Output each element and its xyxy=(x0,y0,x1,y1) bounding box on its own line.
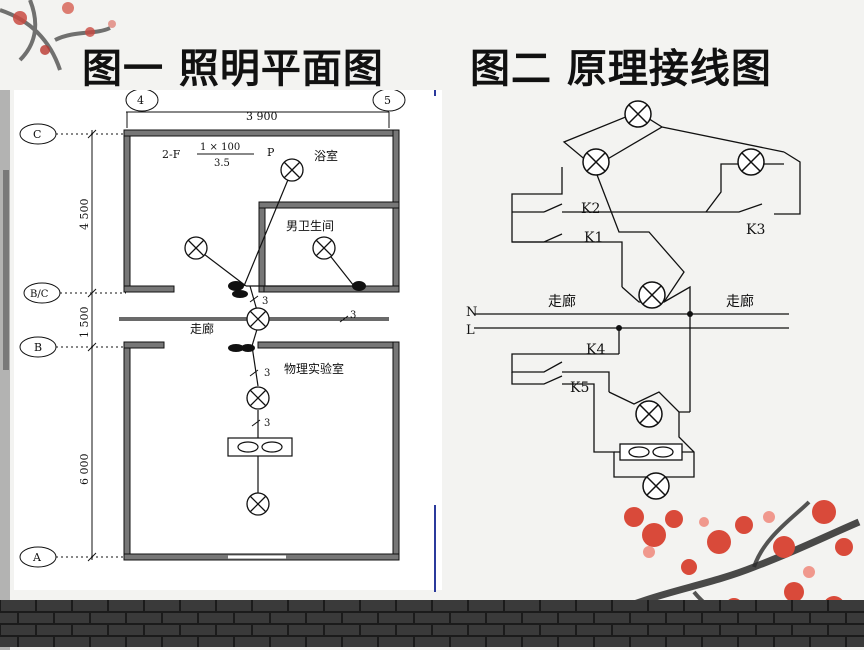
switch-label-k2: K2 xyxy=(581,201,600,217)
fixture-note-denominator: 3.5 xyxy=(214,158,230,169)
wall xyxy=(263,285,400,293)
lamp-symbol xyxy=(246,492,270,516)
wall xyxy=(123,341,165,349)
wiring-title: 图二 原理接线图 xyxy=(470,46,772,92)
ink-wash-edge xyxy=(0,90,10,650)
wiring-diagram: N L K2 K1 K3 K4 K5 走廊 走廊 xyxy=(466,100,801,500)
wall xyxy=(257,341,400,349)
switch-symbol xyxy=(352,281,366,291)
fan-symbol xyxy=(619,443,683,461)
axis-label-5: 5 xyxy=(384,94,391,107)
wire-count: 3 xyxy=(350,310,356,321)
lamp-symbol xyxy=(582,148,610,176)
lamp-symbol xyxy=(624,100,652,128)
wall xyxy=(123,341,131,561)
lamp-symbol xyxy=(246,386,270,410)
room-label-bath: 浴室 xyxy=(314,148,338,163)
wall xyxy=(392,341,400,561)
lamp-symbol xyxy=(312,236,336,260)
wire-count: 3 xyxy=(264,418,270,429)
wall xyxy=(392,129,400,293)
lamp-symbol xyxy=(184,236,208,260)
switch-symbol xyxy=(241,344,255,352)
room-label-mens-toilet: 男卫生间 xyxy=(286,219,334,233)
plan-title: 图一 照明平面图 xyxy=(82,46,384,92)
dimension-width: 3 900 xyxy=(246,110,278,123)
wall xyxy=(123,285,175,293)
junction-dot xyxy=(616,325,622,331)
wire-count: 3 xyxy=(264,368,270,379)
lamp-symbol xyxy=(638,281,666,309)
switch-label-k5: K5 xyxy=(570,380,589,396)
panel-divider xyxy=(434,90,436,592)
lamp-symbol xyxy=(280,158,304,182)
axis-label-a: A xyxy=(32,551,42,564)
switch-label-k3: K3 xyxy=(746,222,765,238)
axis-label-bc: B/C xyxy=(30,289,49,300)
dimension-d2: 1 500 xyxy=(78,307,91,339)
switch-label-k1: K1 xyxy=(584,230,603,246)
switch-label-k4: K4 xyxy=(586,342,605,358)
fixture-note-numerator: 1 × 100 xyxy=(200,142,240,153)
wall xyxy=(258,201,400,209)
ink-branch-decoration xyxy=(0,0,116,71)
switch-symbol xyxy=(228,281,244,291)
dimension-d1: 4 500 xyxy=(78,199,91,231)
room-label-corridor: 走廊 xyxy=(190,321,214,336)
junction-dot xyxy=(687,311,693,317)
wall xyxy=(123,129,400,137)
neutral-label: N xyxy=(466,305,477,320)
lamp-symbol xyxy=(635,400,663,428)
corridor-label-right: 走廊 xyxy=(726,293,754,310)
line-label: L xyxy=(466,323,475,338)
floor-plan-panel: 4 5 C B/C B A 3 900 4 500 1 500 6 000 2-… xyxy=(14,88,442,590)
axis-label-c: C xyxy=(33,128,41,141)
dimension-d3: 6 000 xyxy=(78,454,91,486)
axis-label-4: 4 xyxy=(137,94,144,107)
brick-wall-footer xyxy=(0,600,864,647)
corridor-label-left: 走廊 xyxy=(548,293,576,310)
lamp-symbol xyxy=(737,148,765,176)
lamp-symbol xyxy=(642,472,670,500)
axis-label-b: B xyxy=(34,341,42,354)
ceiling-fan-symbol xyxy=(227,437,293,457)
switch-symbol xyxy=(232,290,248,298)
wall xyxy=(123,129,131,293)
floor-plan-drawing: 4 5 C B/C B A 3 900 4 500 1 500 6 000 2-… xyxy=(19,88,406,568)
fixture-note-suffix: P xyxy=(267,146,275,159)
lamp-symbol xyxy=(246,307,270,331)
room-label-physics-lab: 物理实验室 xyxy=(284,361,344,376)
switch-symbol xyxy=(228,344,244,352)
fixture-note-prefix: 2-F xyxy=(162,148,181,161)
wire-count: 3 xyxy=(262,296,268,307)
